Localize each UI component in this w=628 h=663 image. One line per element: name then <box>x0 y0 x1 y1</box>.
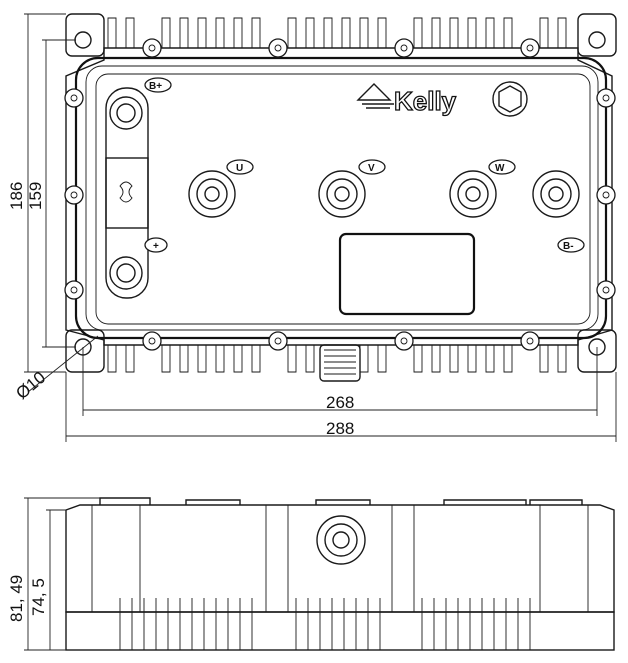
dim-288: 288 <box>326 419 354 438</box>
dim-186: 186 <box>7 182 26 210</box>
dim-side-height-outer: 81, 49 <box>7 575 26 622</box>
dim-268: 268 <box>326 393 354 412</box>
dim-159: 159 <box>26 182 45 210</box>
top-fins <box>107 17 567 48</box>
dimension-lines <box>24 13 617 442</box>
label-u: U <box>236 163 243 174</box>
busbar <box>105 87 149 299</box>
label-plate <box>338 232 476 316</box>
label-plus: + <box>153 241 159 252</box>
phase-terminals <box>188 170 580 218</box>
label-w: W <box>495 163 505 174</box>
label-b-minus: B- <box>563 241 574 252</box>
side-view <box>65 497 615 651</box>
screw-bosses <box>64 38 616 351</box>
kelly-logo: Kelly <box>356 83 457 117</box>
label-v: V <box>368 163 375 174</box>
dim-hole-diameter: Ø10 <box>12 368 49 403</box>
hex-fitting-icon <box>492 81 528 117</box>
signal-connector <box>319 344 361 382</box>
dim-side-height-inner: 74, 5 <box>29 578 48 616</box>
bottom-fins <box>107 345 567 373</box>
brand-text: Kelly <box>394 86 457 116</box>
terminal-labels: B+ U V W B- + <box>144 77 585 253</box>
label-b-plus: B+ <box>149 81 162 92</box>
side-dimension-lines <box>24 497 100 651</box>
